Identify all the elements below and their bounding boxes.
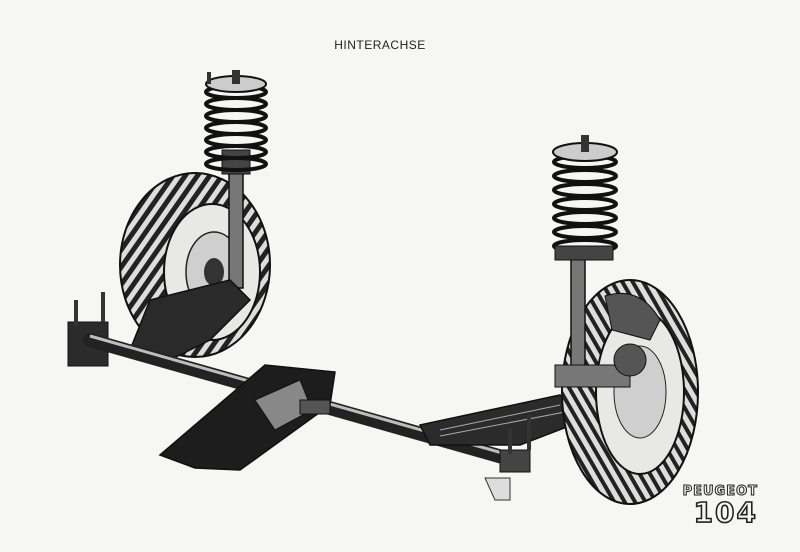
page-title: HINTERACHSE: [334, 38, 426, 52]
center-crossmember: [158, 364, 336, 471]
right-hub-assembly: [484, 343, 647, 501]
brand-logo: PEUGEOT 104: [682, 484, 758, 529]
right-trailing-arm: [418, 394, 587, 446]
brand-name: PEUGEOT: [682, 484, 758, 500]
left-spring-damper: [204, 70, 268, 289]
right-spring-damper: [552, 135, 618, 376]
left-mount-bracket: [67, 292, 109, 367]
brand-model: 104: [693, 496, 758, 529]
